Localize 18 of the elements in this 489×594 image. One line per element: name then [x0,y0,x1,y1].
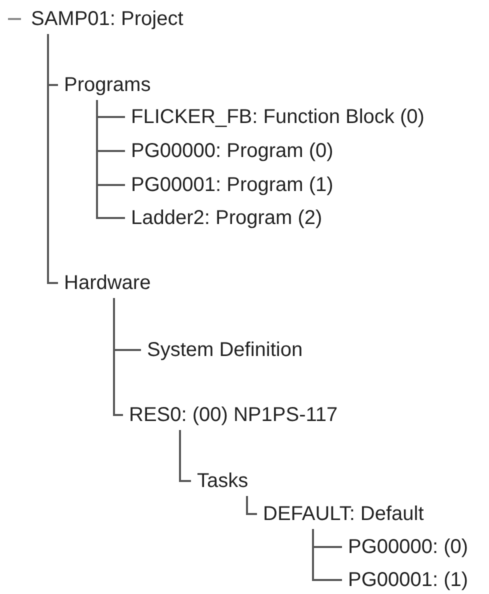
tree-item: System Definition [147,339,303,361]
tree-connector [96,100,125,219]
tree-connector [47,34,58,284]
tree-connector [179,430,191,482]
tree-item: PG00001: (1) [348,569,468,591]
tree-connector [246,496,257,515]
tree-item: Ladder2: Program (2) [131,207,322,229]
tree-item: Tasks [197,470,248,492]
tree-item: PG00000: (0) [348,536,468,558]
tree-item: FLICKER_FB: Function Block (0) [131,106,424,128]
tree-item: PG00001: Program (1) [131,174,334,196]
tree-item: DEFAULT: Default [263,503,424,525]
tree-item: Hardware [64,272,151,294]
tree-item: Programs [64,74,151,96]
tree-item: PG00000: Program (0) [131,140,334,162]
tree-connector [312,529,342,581]
tree-item: SAMP01: Project [31,8,184,30]
tree-item: RES0: (00) NP1PS-117 [129,404,338,426]
